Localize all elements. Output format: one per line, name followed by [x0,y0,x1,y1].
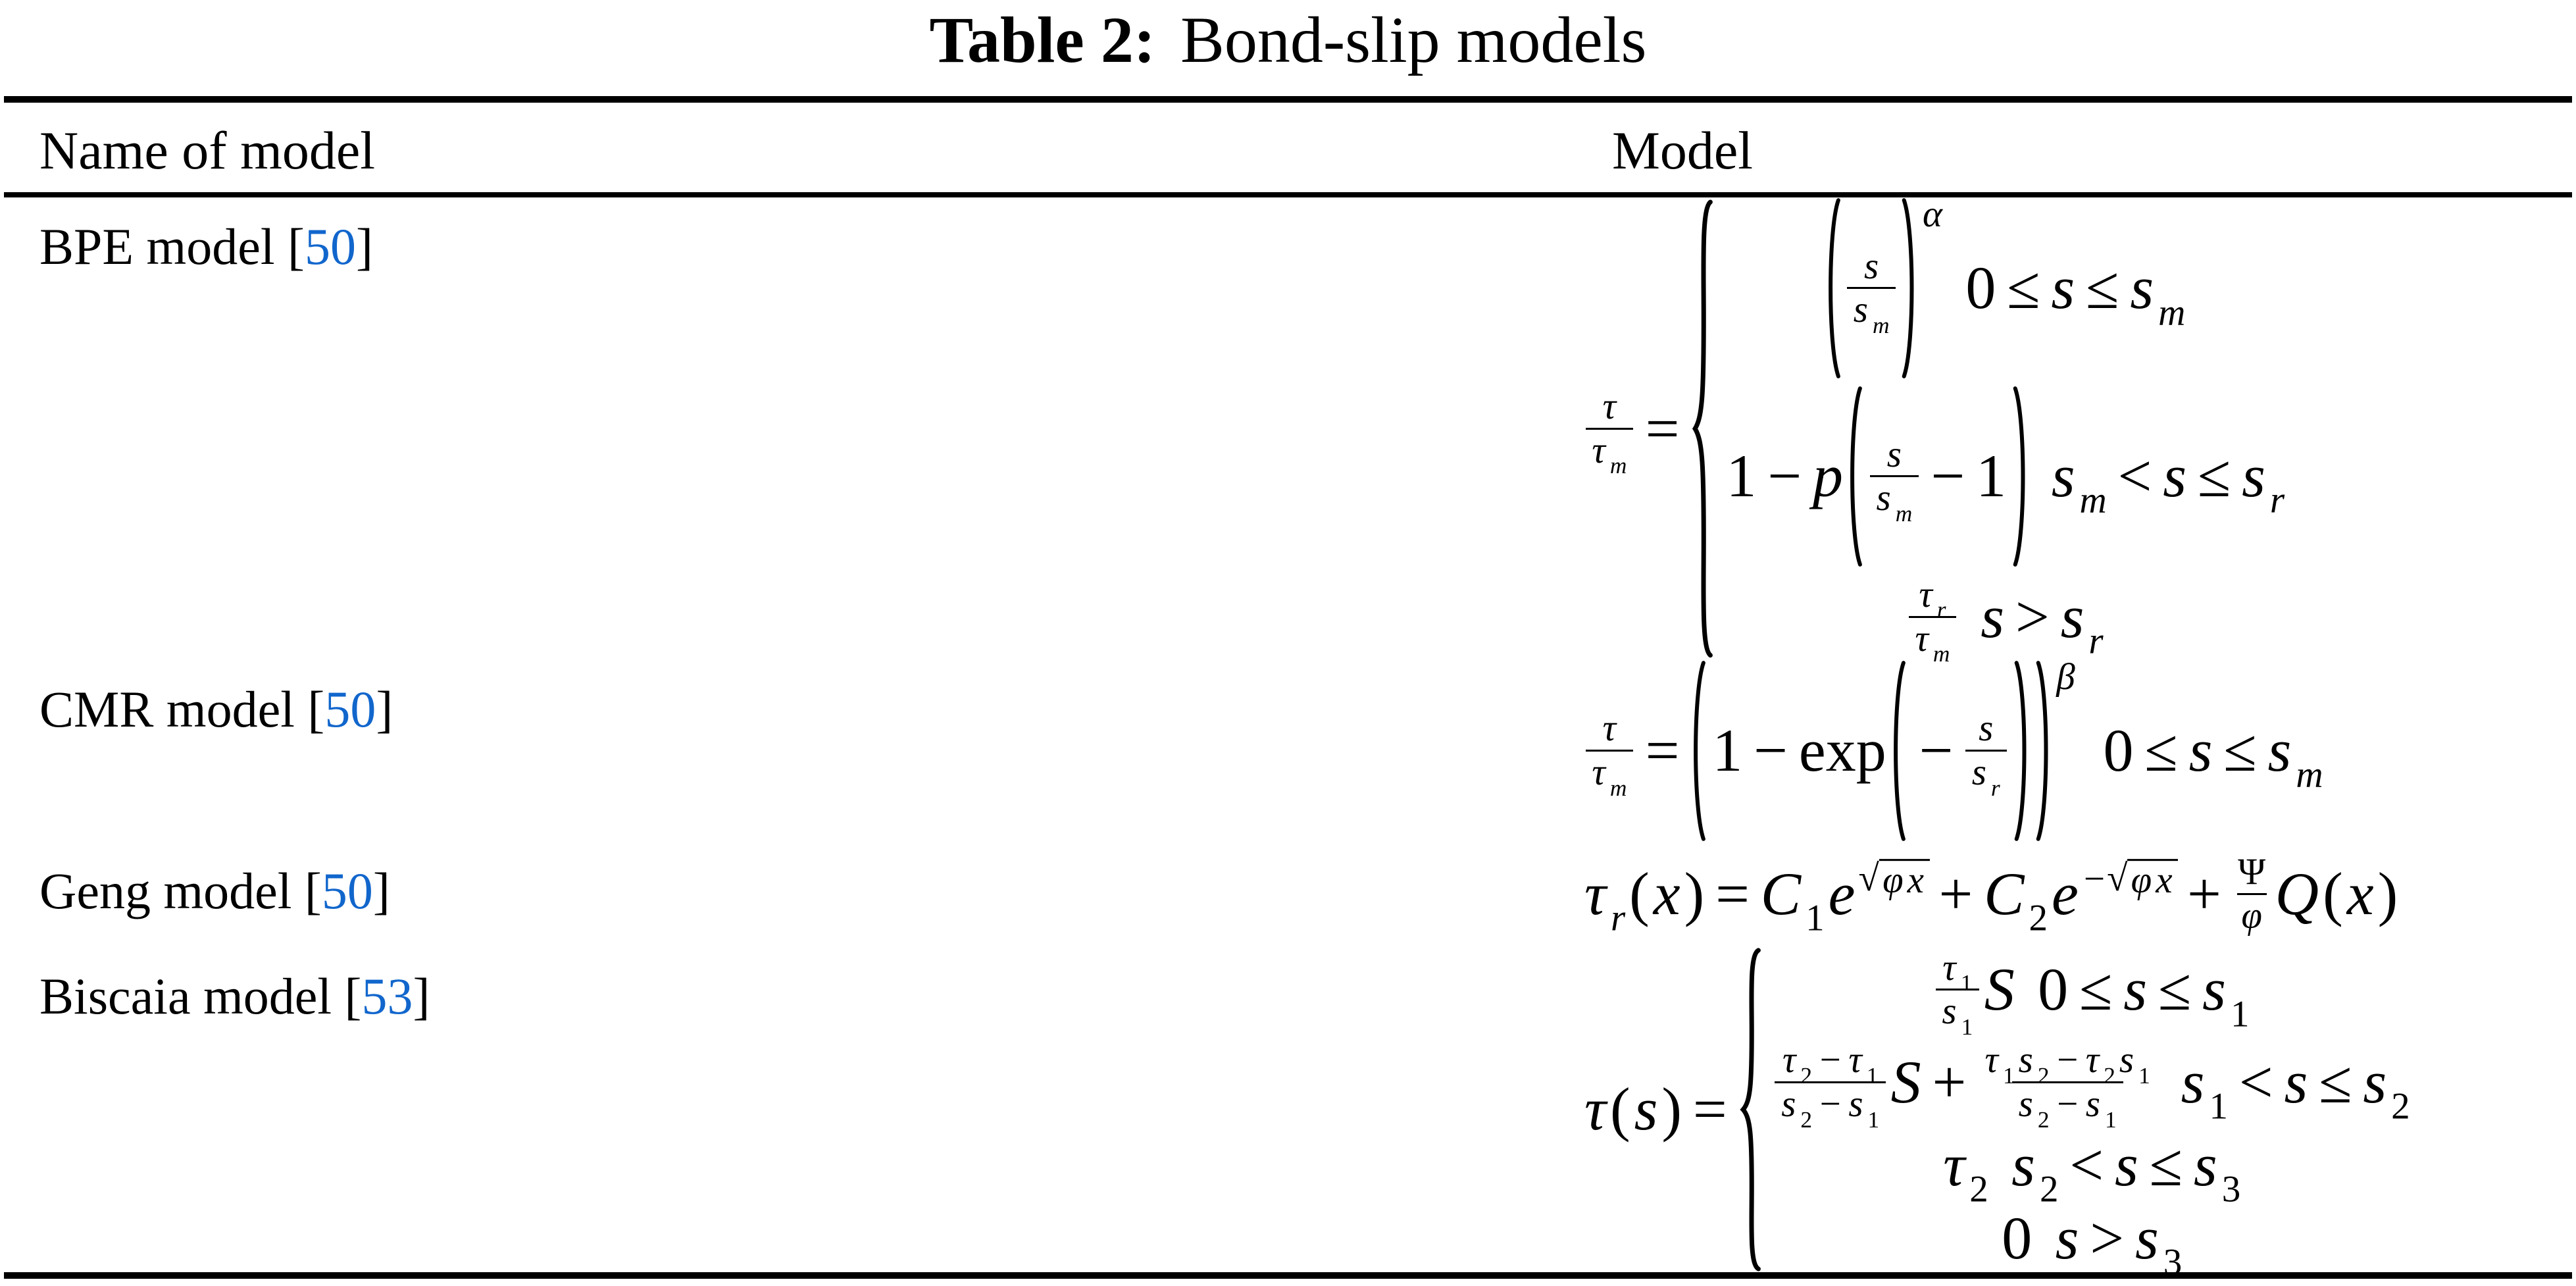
column-header-model: Model [1612,120,1754,180]
row-geng-label: Geng model [50] [39,842,1582,947]
cases-brace [1688,197,1715,660]
citation: [53] [345,967,430,1025]
radical-sign: √ [1858,858,1879,900]
top-rule [4,96,2572,103]
citation-bracket-open: [ [307,680,325,738]
model-name: Biscaia model [39,967,332,1025]
row-cmr-label: CMR model [50] [39,660,1582,842]
left-paren [1688,660,1707,842]
row-bpe-label: BPE model [50] [39,197,1582,660]
citation-bracket-close: ] [372,862,390,919]
right-paren [2013,660,2032,842]
citation-bracket-open: [ [288,218,305,275]
model-name: Geng model [39,862,292,919]
model-name: BPE model [39,218,275,275]
radical-sign: √ [2107,858,2128,900]
citation: [50] [305,862,390,919]
right-paren [1901,197,1919,379]
right-paren [2012,386,2031,567]
table-note: Note: τm is the maximum bond stress, sm … [0,1279,2576,1286]
cases-brace [1736,947,1763,1272]
citation-link[interactable]: 50 [305,218,356,275]
citation-bracket-open: [ [304,862,322,919]
citation-bracket-close: ] [356,218,373,275]
left-paren [1888,660,1907,842]
table-title-text: Bond-slip models [1180,3,1647,76]
model-name: CMR model [39,680,295,738]
citation: [50] [307,681,393,738]
table-title: Table 2: Bond-slip models [0,0,2576,76]
row-biscaia-label: Biscaia model [53] [39,947,1582,1272]
bottom-rule [4,1272,2572,1279]
citation-link[interactable]: 53 [361,967,413,1025]
table-header-row: Name of model Model [0,103,2576,192]
citation-link[interactable]: 50 [321,862,373,919]
right-paren [2035,660,2054,842]
citation-bracket-close: ] [413,967,430,1025]
citation-bracket-close: ] [376,680,393,738]
header-rule [4,192,2572,197]
citation-link[interactable]: 50 [324,680,376,738]
column-header-name-of-model: Name of model [39,120,376,180]
left-paren [1823,197,1842,379]
citation-bracket-open: [ [344,967,362,1025]
citation: [50] [288,218,373,275]
table-title-label: Table 2: [929,3,1156,76]
left-paren [1845,386,1863,567]
